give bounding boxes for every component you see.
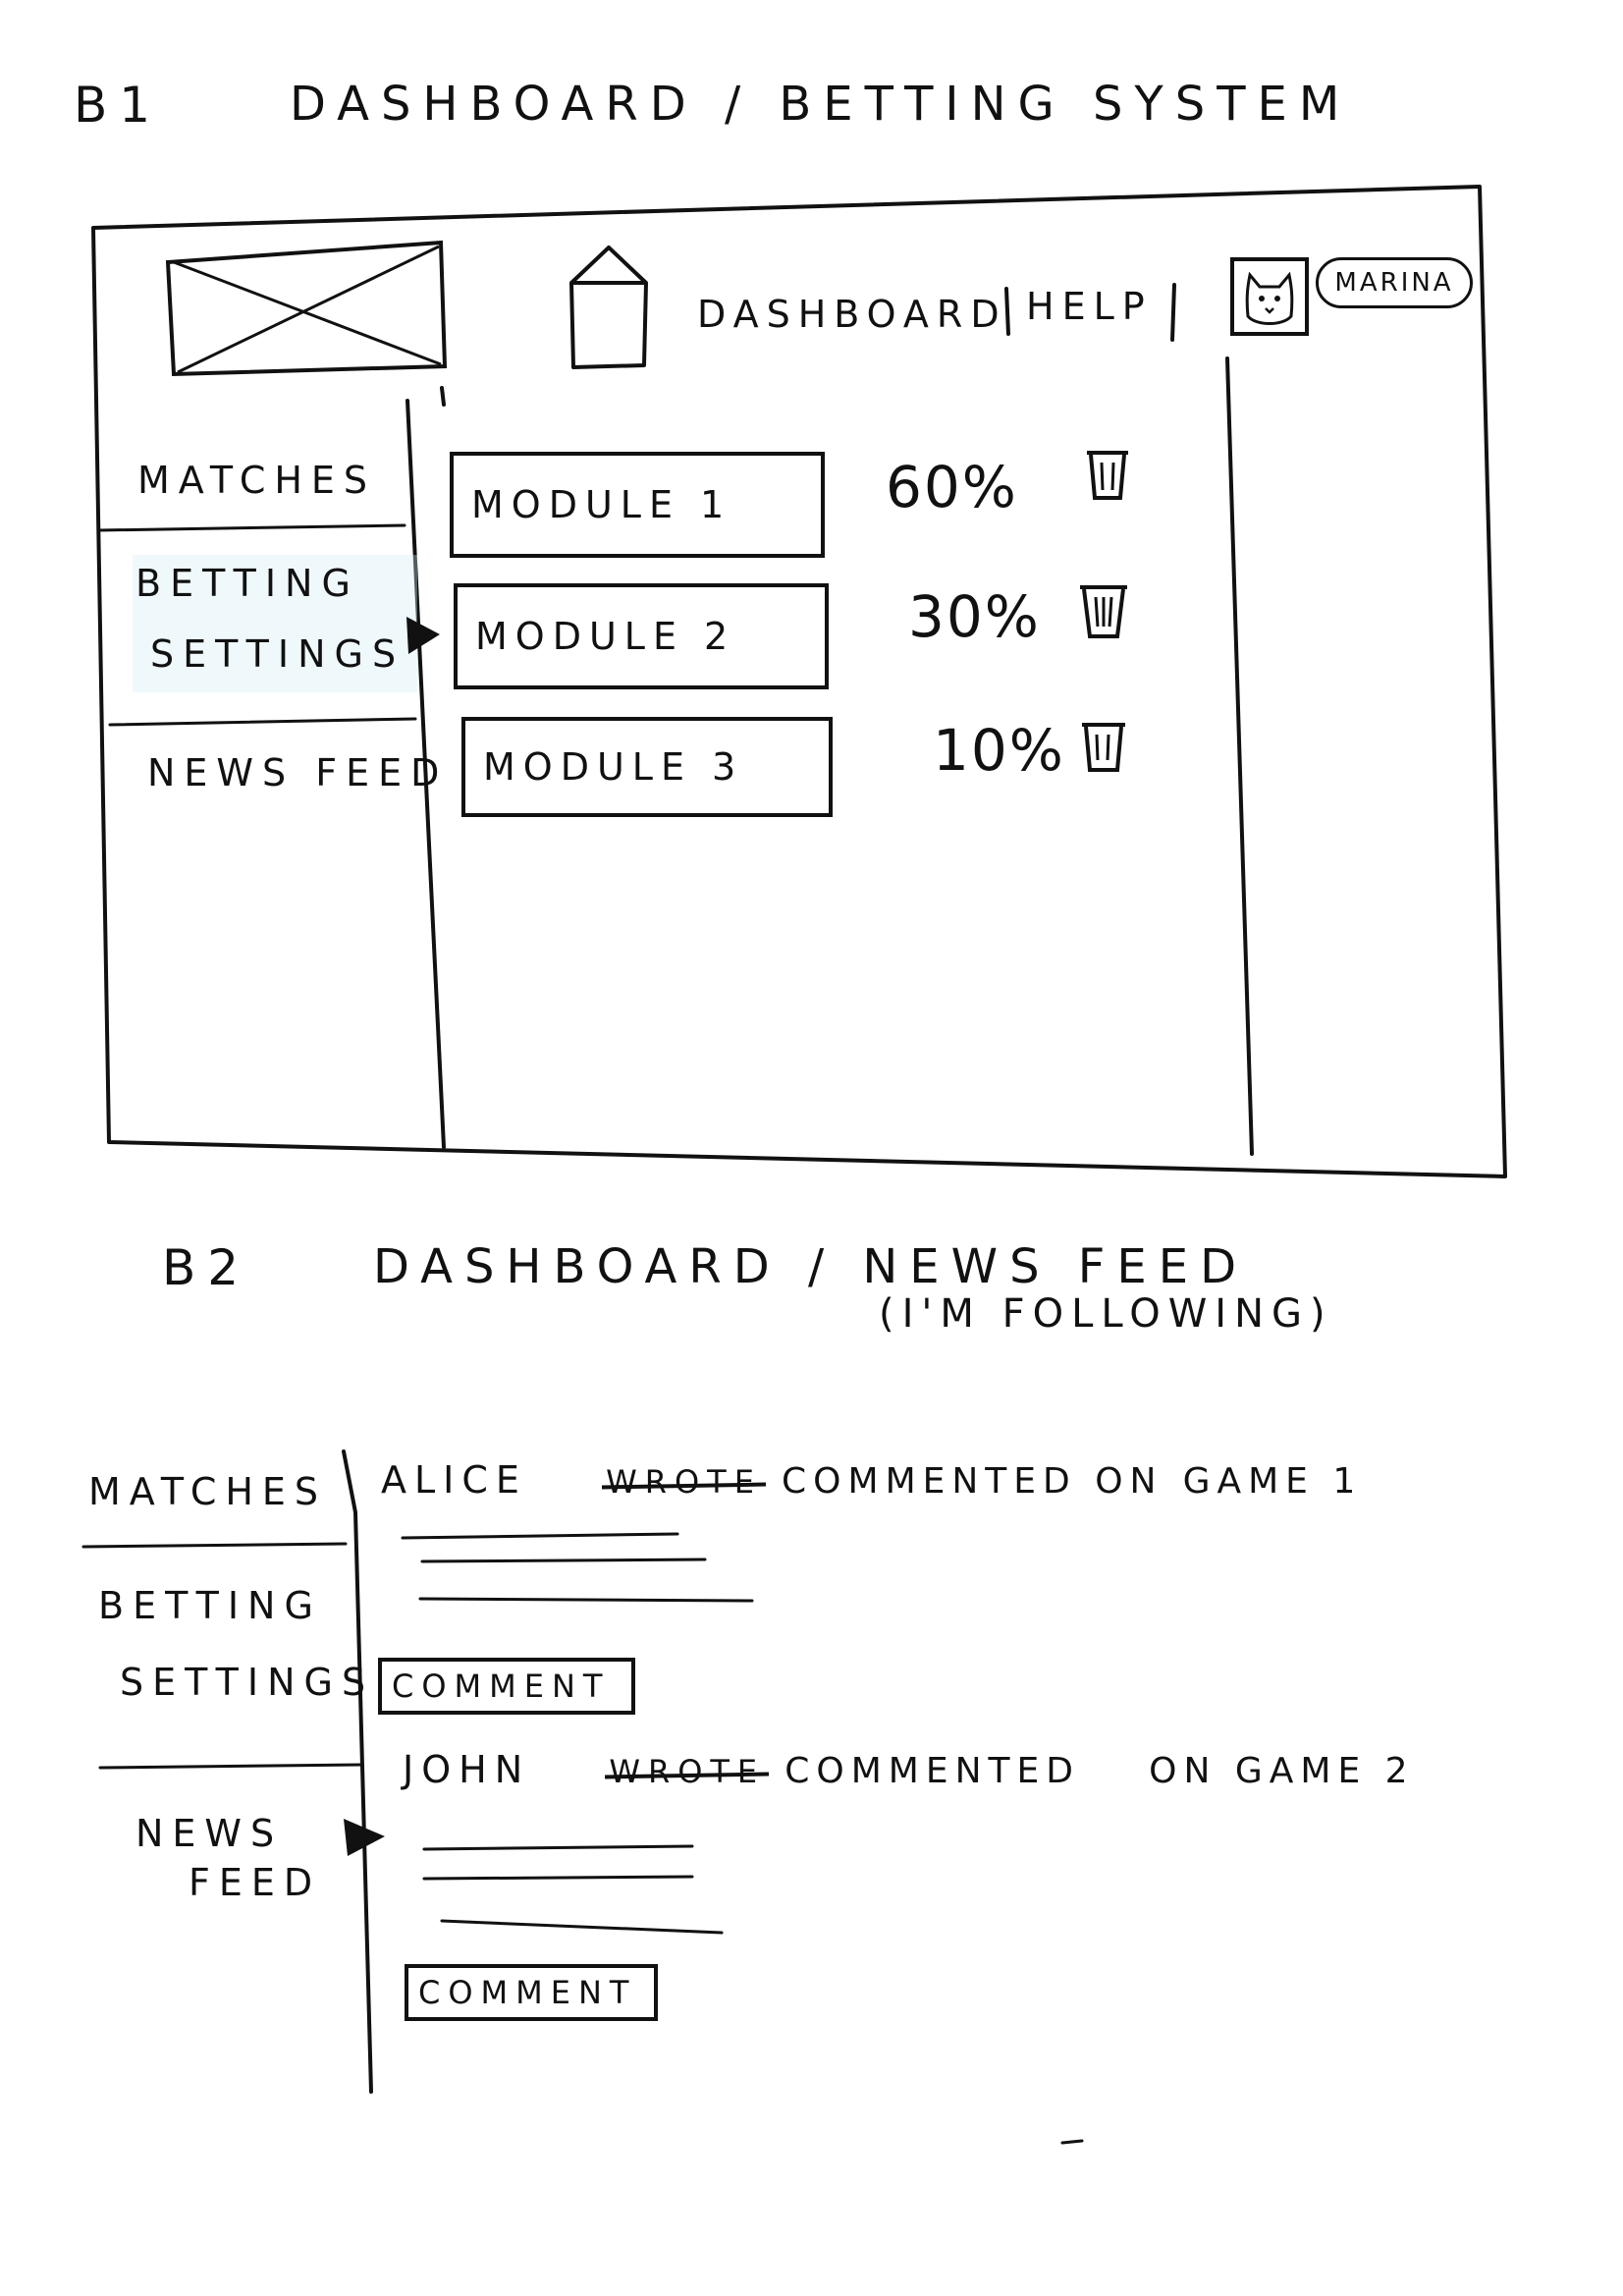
- b2-sidebar-item-feed-line2[interactable]: FEED: [189, 1861, 322, 1904]
- b1-label: B1: [74, 77, 163, 134]
- b1-sidebar-item-label-line2: SETTINGS: [150, 632, 406, 676]
- feed-item-2-action: COMMENTED: [784, 1751, 1080, 1791]
- feed-item-1-target[interactable]: GAME 1: [1182, 1461, 1363, 1502]
- feed-item-2-struck-word: WROTE: [609, 1753, 766, 1790]
- module-2[interactable]: MODULE 2: [454, 583, 829, 689]
- b2-title: DASHBOARD / NEWS FEED: [373, 1239, 1249, 1294]
- feed-item-1-user[interactable]: ALICE: [381, 1458, 527, 1502]
- feed-item-2-comment-label: COMMENT: [418, 1974, 637, 2011]
- b1-sidebar-item-betting-settings[interactable]: BETTING SETTINGS: [133, 555, 417, 692]
- avatar[interactable]: [1230, 257, 1309, 336]
- module-2-label: MODULE 2: [475, 615, 736, 658]
- b2-sidebar-item-betting-line1[interactable]: BETTING: [98, 1584, 322, 1627]
- module-3-percent: 10%: [933, 717, 1065, 784]
- b1-sidebar-item-matches[interactable]: MATCHES: [137, 459, 377, 502]
- b1-sidebar-item-news-feed[interactable]: NEWS FEED: [147, 751, 449, 794]
- module-1-delete-button[interactable]: [1085, 447, 1130, 502]
- module-2-delete-button[interactable]: [1078, 581, 1129, 640]
- trash-icon: [1082, 723, 1125, 772]
- feed-item-2-header: JOHN WROTE COMMENTED ON GAME 2: [403, 1748, 1415, 1791]
- user-name-pill[interactable]: MARINA: [1316, 257, 1473, 308]
- b1-title: DASHBOARD / BETTING SYSTEM: [290, 77, 1352, 132]
- logo-placeholder[interactable]: [164, 239, 448, 377]
- nav-dashboard[interactable]: DASHBOARD: [697, 293, 1007, 336]
- module-3-label: MODULE 3: [483, 745, 744, 789]
- feed-item-2-comment-button[interactable]: COMMENT: [405, 1964, 658, 2021]
- image-placeholder-icon: [165, 240, 448, 377]
- b1-sidebar-item-label-line1: BETTING: [135, 562, 359, 605]
- b2-label: B2: [162, 1239, 251, 1296]
- module-1-percent: 60%: [886, 454, 1018, 520]
- trash-icon: [1087, 451, 1128, 500]
- home-icon: [569, 246, 648, 369]
- feed-item-1-action: COMMENTED ON: [782, 1461, 1163, 1502]
- feed-item-2-target[interactable]: ON GAME 2: [1149, 1751, 1415, 1791]
- module-2-percent: 30%: [908, 583, 1041, 650]
- feed-item-1-comment-button[interactable]: COMMENT: [378, 1658, 635, 1715]
- cat-avatar-icon: [1230, 257, 1309, 336]
- b2-subtitle: (I'M FOLLOWING): [879, 1291, 1333, 1337]
- home-icon-button[interactable]: [568, 244, 650, 369]
- b2-sidebar-item-matches[interactable]: MATCHES: [88, 1470, 328, 1513]
- user-name: MARINA: [1334, 268, 1454, 298]
- feed-item-1-header: ALICE WROTE COMMENTED ON GAME 1: [381, 1458, 1362, 1502]
- feed-item-1-comment-label: COMMENT: [392, 1667, 611, 1705]
- b2-sidebar-item-settings-line2[interactable]: SETTINGS: [120, 1661, 375, 1704]
- nav-help[interactable]: HELP: [1026, 285, 1153, 328]
- trash-icon: [1080, 585, 1127, 638]
- b2-sidebar-item-news-line1[interactable]: NEWS: [135, 1812, 284, 1855]
- module-1-label: MODULE 1: [471, 483, 732, 526]
- module-3-delete-button[interactable]: [1080, 719, 1127, 774]
- feed-item-1-struck-word: WROTE: [606, 1463, 762, 1501]
- module-1[interactable]: MODULE 1: [450, 452, 825, 558]
- feed-item-2-user[interactable]: JOHN: [403, 1748, 531, 1791]
- module-3[interactable]: MODULE 3: [461, 717, 833, 817]
